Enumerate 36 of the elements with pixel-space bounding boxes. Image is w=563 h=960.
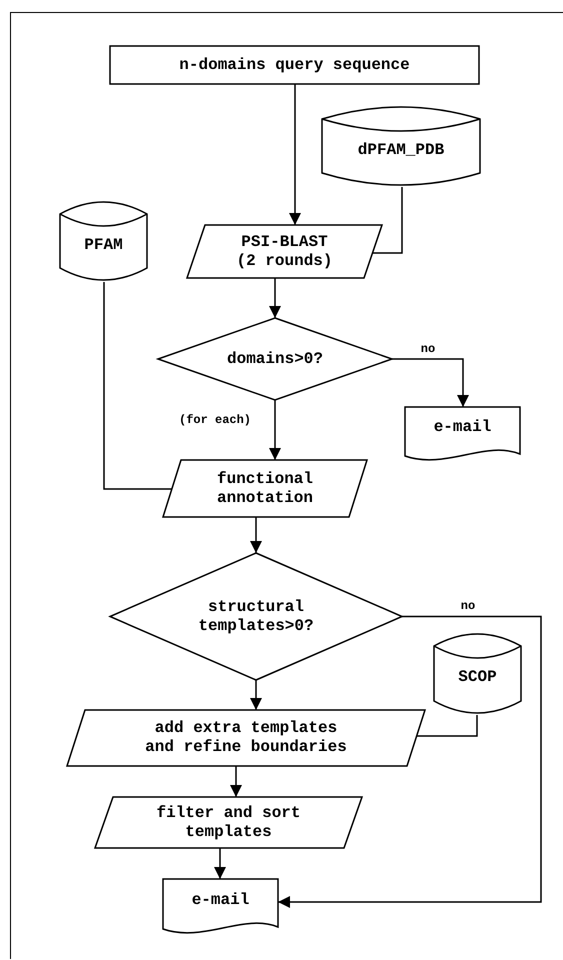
process-box: [110, 46, 479, 84]
node-label: add extra templates and refine boundaries: [144, 719, 348, 757]
arrow: [230, 766, 242, 797]
database-cylinder: [60, 200, 147, 282]
arrow: [392, 358, 469, 407]
arrow: [250, 680, 262, 710]
node-label: e-mail: [434, 418, 492, 437]
data-parallelogram: [95, 797, 362, 848]
data-parallelogram: [187, 225, 382, 278]
arrow: [278, 616, 542, 908]
data-parallelogram: [163, 460, 367, 517]
connector-line: [416, 715, 478, 737]
arrow: [269, 278, 281, 318]
node-label: domains>0?: [226, 350, 323, 368]
node-label: structural templates>0?: [197, 598, 315, 636]
node-label: PFAM: [84, 236, 123, 254]
data-parallelogram: [67, 710, 425, 766]
decision-diamond: [158, 318, 392, 400]
node-label: filter and sort templates: [155, 804, 302, 842]
arrow: [214, 848, 226, 879]
arrow: [250, 517, 262, 553]
node-label: n-domains query sequence: [179, 56, 410, 74]
node-label: dPFAM_PDB: [358, 140, 444, 160]
document-shape: [163, 879, 278, 935]
database-cylinder: [434, 632, 521, 715]
arrow: [269, 400, 281, 460]
document-shape: [405, 407, 520, 462]
database-cylinder: [322, 105, 480, 187]
node-label: e-mail: [192, 890, 250, 910]
node-label: PSI-BLAST (2 rounds): [235, 232, 334, 270]
connector-line: [372, 187, 403, 254]
connector-line: [103, 282, 172, 490]
decision-diamond: [110, 553, 402, 680]
node-label: SCOP: [458, 668, 497, 687]
node-label: functional annotation: [216, 470, 314, 508]
arrow: [289, 84, 301, 225]
